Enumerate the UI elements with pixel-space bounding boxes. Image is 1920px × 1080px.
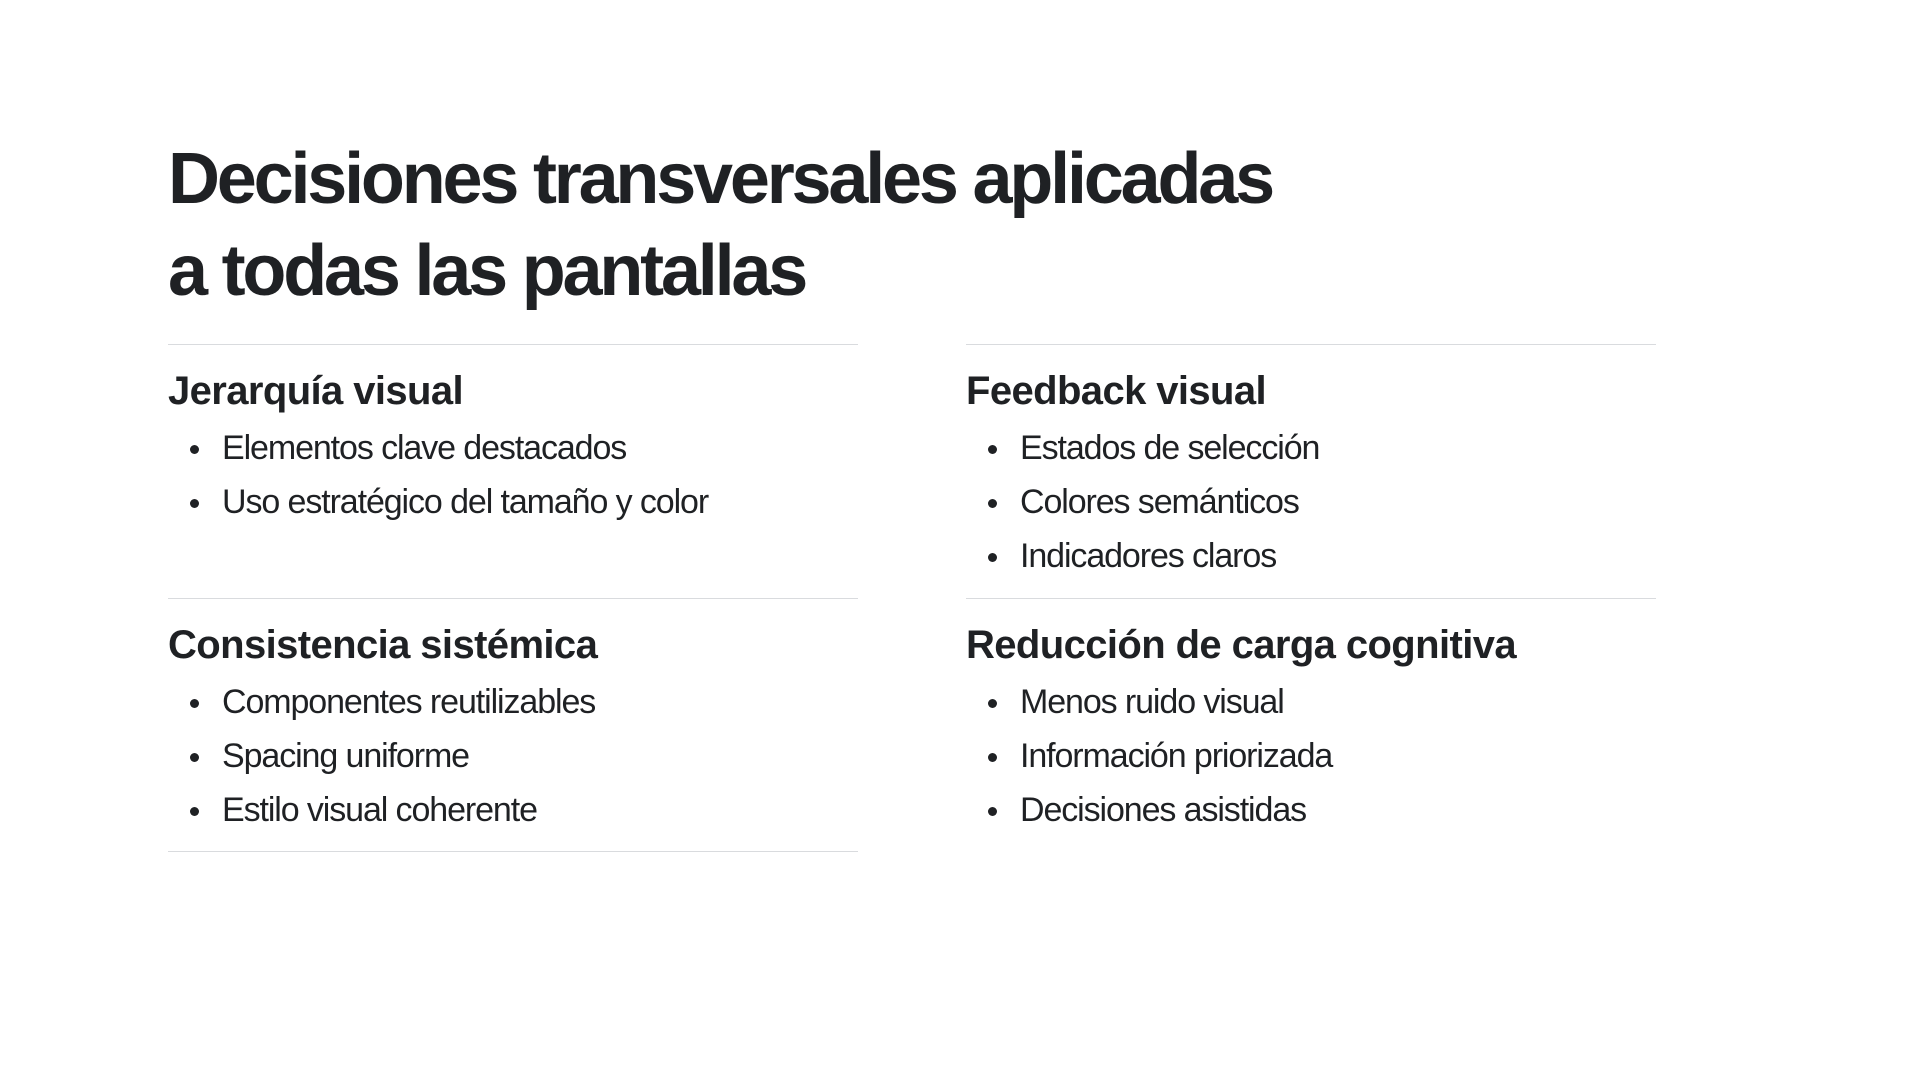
list-item-text: Componentes reutilizables: [222, 683, 596, 721]
bullet-icon: [190, 753, 199, 762]
list-item-text: Información priorizada: [1020, 737, 1333, 775]
list-item: Spacing uniforme: [168, 729, 858, 783]
bullet-icon: [988, 807, 997, 816]
section-list: Componentes reutilizables Spacing unifor…: [168, 675, 858, 837]
list-item: Decisiones asistidas: [966, 783, 1656, 837]
list-item: Estilo visual coherente: [168, 783, 858, 837]
section-heading: Feedback visual: [966, 369, 1267, 413]
list-item: Componentes reutilizables: [168, 675, 858, 729]
list-item: Elementos clave destacados: [168, 421, 858, 475]
section-reduccion-carga-cognitiva: Reducción de carga cognitiva Menos ruido…: [966, 598, 1656, 852]
list-item: Estados de selección: [966, 421, 1656, 475]
page-title-line-1: Decisiones transversales aplicadas: [168, 139, 1275, 219]
list-item: Uso estratégico del tamaño y color: [168, 475, 858, 529]
bullet-icon: [190, 699, 199, 708]
bullet-icon: [988, 499, 997, 508]
list-item: Información priorizada: [966, 729, 1656, 783]
list-item: Menos ruido visual: [966, 675, 1656, 729]
bullet-icon: [988, 753, 997, 762]
bullet-icon: [988, 553, 997, 562]
bullet-icon: [190, 499, 199, 508]
list-item: Colores semánticos: [966, 475, 1656, 529]
section-heading: Jerarquía visual: [168, 369, 464, 413]
bullet-icon: [190, 807, 199, 816]
section-feedback-visual: Feedback visual Estados de selección Col…: [966, 344, 1656, 598]
bullet-icon: [190, 445, 199, 454]
page-title: Decisiones transversales aplicadas a tod…: [168, 133, 1275, 317]
list-item-text: Uso estratégico del tamaño y color: [222, 483, 709, 521]
page-title-line-2: a todas las pantallas: [168, 231, 808, 311]
list-item-text: Decisiones asistidas: [1020, 791, 1307, 829]
section-heading: Consistencia sistémica: [168, 623, 598, 667]
section-list: Menos ruido visual Información priorizad…: [966, 675, 1656, 837]
list-item-text: Colores semánticos: [1020, 483, 1300, 521]
list-item-text: Indicadores claros: [1020, 537, 1277, 575]
list-item-text: Elementos clave destacados: [222, 429, 627, 467]
section-jerarquia-visual: Jerarquía visual Elementos clave destaca…: [168, 344, 858, 598]
bullet-icon: [988, 699, 997, 708]
list-item: Indicadores claros: [966, 529, 1656, 583]
list-item-text: Estilo visual coherente: [222, 791, 538, 829]
section-consistencia-sistemica: Consistencia sistémica Componentes reuti…: [168, 598, 858, 852]
section-heading: Reducción de carga cognitiva: [966, 623, 1517, 667]
list-item-text: Menos ruido visual: [1020, 683, 1285, 721]
section-list: Elementos clave destacados Uso estratégi…: [168, 421, 858, 529]
bullet-icon: [988, 445, 997, 454]
section-list: Estados de selección Colores semánticos …: [966, 421, 1656, 583]
list-item-text: Estados de selección: [1020, 429, 1320, 467]
sections-grid: Jerarquía visual Elementos clave destaca…: [168, 344, 1656, 852]
list-item-text: Spacing uniforme: [222, 737, 470, 775]
